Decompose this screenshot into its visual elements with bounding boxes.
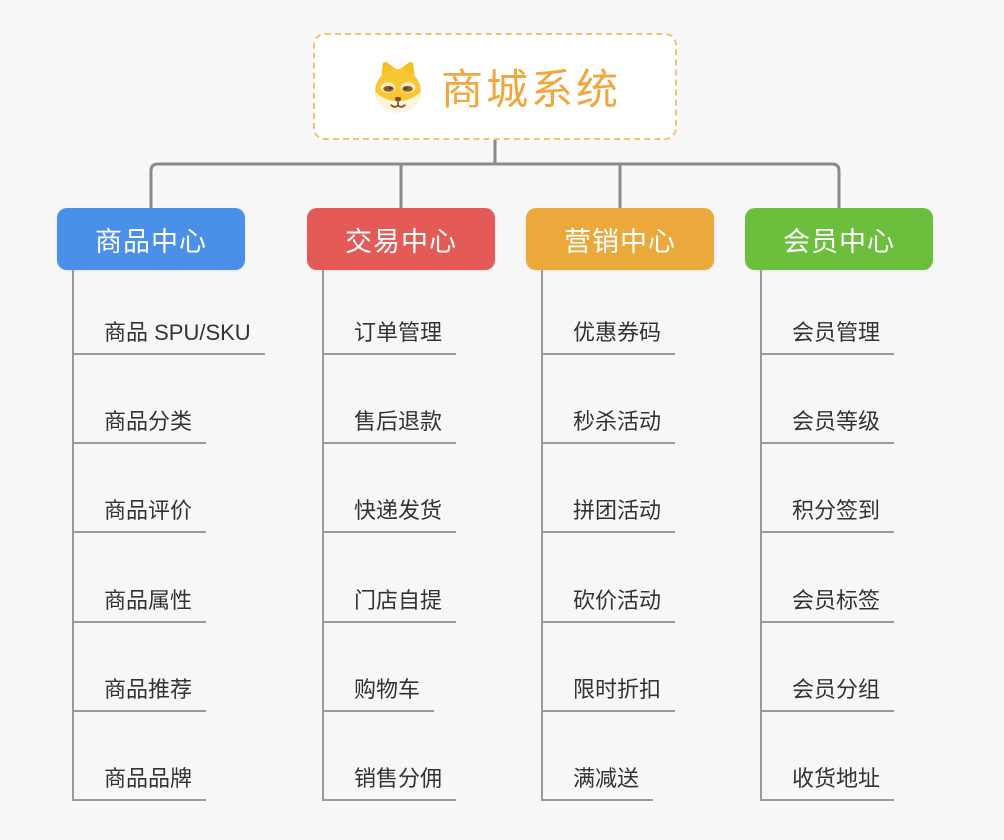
leaf-node[interactable]: 订单管理 [322,309,457,355]
leaf-node[interactable]: 限时折扣 [541,666,676,712]
leaf-node[interactable]: 商品评价 [72,487,207,533]
branch-trunk-line [72,270,74,801]
branch-trunk-line [541,270,543,801]
branch-node-trade-center[interactable]: 交易中心 [307,208,495,270]
leaf-node[interactable]: 收货地址 [760,755,895,801]
leaf-node[interactable]: 商品分类 [72,398,207,444]
leaf-node[interactable]: 销售分佣 [322,755,457,801]
leaf-node[interactable]: 拼团活动 [541,487,676,533]
leaf-node[interactable]: 优惠券码 [541,309,676,355]
leaf-node[interactable]: 积分签到 [760,487,895,533]
dog-face-icon [375,61,421,112]
branch-node-product-center[interactable]: 商品中心 [57,208,245,270]
leaf-node[interactable]: 商品推荐 [72,666,207,712]
branch-node-member-center[interactable]: 会员中心 [745,208,933,270]
leaf-node[interactable]: 会员管理 [760,309,895,355]
leaf-node[interactable]: 快递发货 [322,487,457,533]
leaf-node[interactable]: 门店自提 [322,577,457,623]
root-title: 商城系统 [440,66,621,113]
leaf-node[interactable]: 会员分组 [760,666,895,712]
leaf-node[interactable]: 商品属性 [72,577,207,623]
leaf-node[interactable]: 满减送 [541,755,654,801]
leaf-node[interactable]: 会员标签 [760,577,895,623]
leaf-node[interactable]: 商品品牌 [72,755,207,801]
branch-node-marketing-center[interactable]: 营销中心 [526,208,714,270]
leaf-node[interactable]: 会员等级 [760,398,895,444]
leaf-node[interactable]: 购物车 [322,666,435,712]
branch-trunk-line [760,270,762,801]
leaf-node[interactable]: 售后退款 [322,398,457,444]
branch-trunk-line [322,270,324,801]
leaf-node[interactable]: 商品 SPU/SKU [72,309,265,355]
root-node[interactable]: 商城系统 [313,33,677,140]
leaf-node[interactable]: 砍价活动 [541,577,676,623]
leaf-node[interactable]: 秒杀活动 [541,398,676,444]
